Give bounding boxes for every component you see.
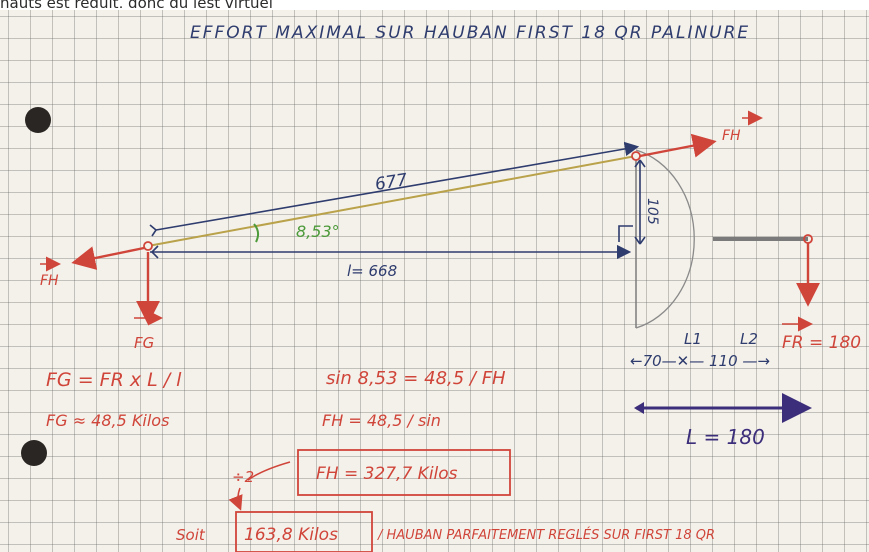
right-angle-mark — [618, 225, 633, 242]
diagram-title: EFFORT MAXIMAL SUR HAUBAN FIRST 18 QR PA… — [190, 23, 750, 43]
masthead-point — [631, 151, 641, 161]
fh-top-label: FH — [722, 128, 741, 144]
fh-left-label: FH — [40, 273, 59, 289]
chainplate-point — [143, 241, 153, 251]
binder-hole-bottom — [21, 440, 47, 466]
l2-label: L2 — [740, 330, 758, 348]
spans-dimension: ←70—✕— 110 —→ — [630, 352, 770, 370]
shroud-length-label: 677 — [374, 170, 409, 195]
fg-label: FG — [134, 334, 154, 352]
spreader-arc — [635, 149, 695, 329]
eq-sin: sin 8,53 = 48,5 / FH — [326, 368, 506, 389]
height-label: 105 — [644, 198, 660, 225]
total-length-label: L = 180 — [686, 425, 765, 449]
eq-fh-formula: FH = 48,5 / sin — [322, 411, 441, 430]
fh-left-arrow — [71, 246, 145, 270]
angle-label: 8,53° — [296, 222, 340, 241]
fr-label: FR = 180 — [782, 333, 861, 353]
caption-text: hauts est réduit, donc du lest virtuel — [0, 0, 869, 8]
binder-hole-top — [25, 107, 51, 133]
eq-fg-value: FG ≈ 48,5 Kilos — [46, 411, 169, 430]
grid-paper: EFFORT MAXIMAL SUR HAUBAN FIRST 18 QR PA… — [0, 10, 869, 552]
eq-fh-value: FH = 327,7 Kilos — [316, 464, 458, 484]
l1-label: L1 — [684, 330, 702, 348]
fh-value-box — [297, 449, 511, 496]
result-value: 163,8 Kilos — [244, 525, 338, 545]
force-diagram: EFFORT MAXIMAL SUR HAUBAN FIRST 18 QR PA… — [21, 23, 861, 552]
shroud-line — [147, 155, 637, 247]
fh-top-arrow — [639, 133, 717, 158]
result-box — [235, 511, 373, 552]
result-suffix: / HAUBAN PARFAITEMENT REGLÉS SUR FIRST 1… — [377, 527, 715, 543]
divide-by-two-label: ÷2 — [232, 468, 254, 486]
horizontal-length-label: l= 668 — [347, 262, 397, 280]
result-prefix: Soit — [176, 526, 206, 544]
eq-fg-formula: FG = FR x L / l — [46, 369, 182, 391]
shroud-dimension-line — [155, 141, 640, 231]
angle-arc — [253, 223, 260, 243]
